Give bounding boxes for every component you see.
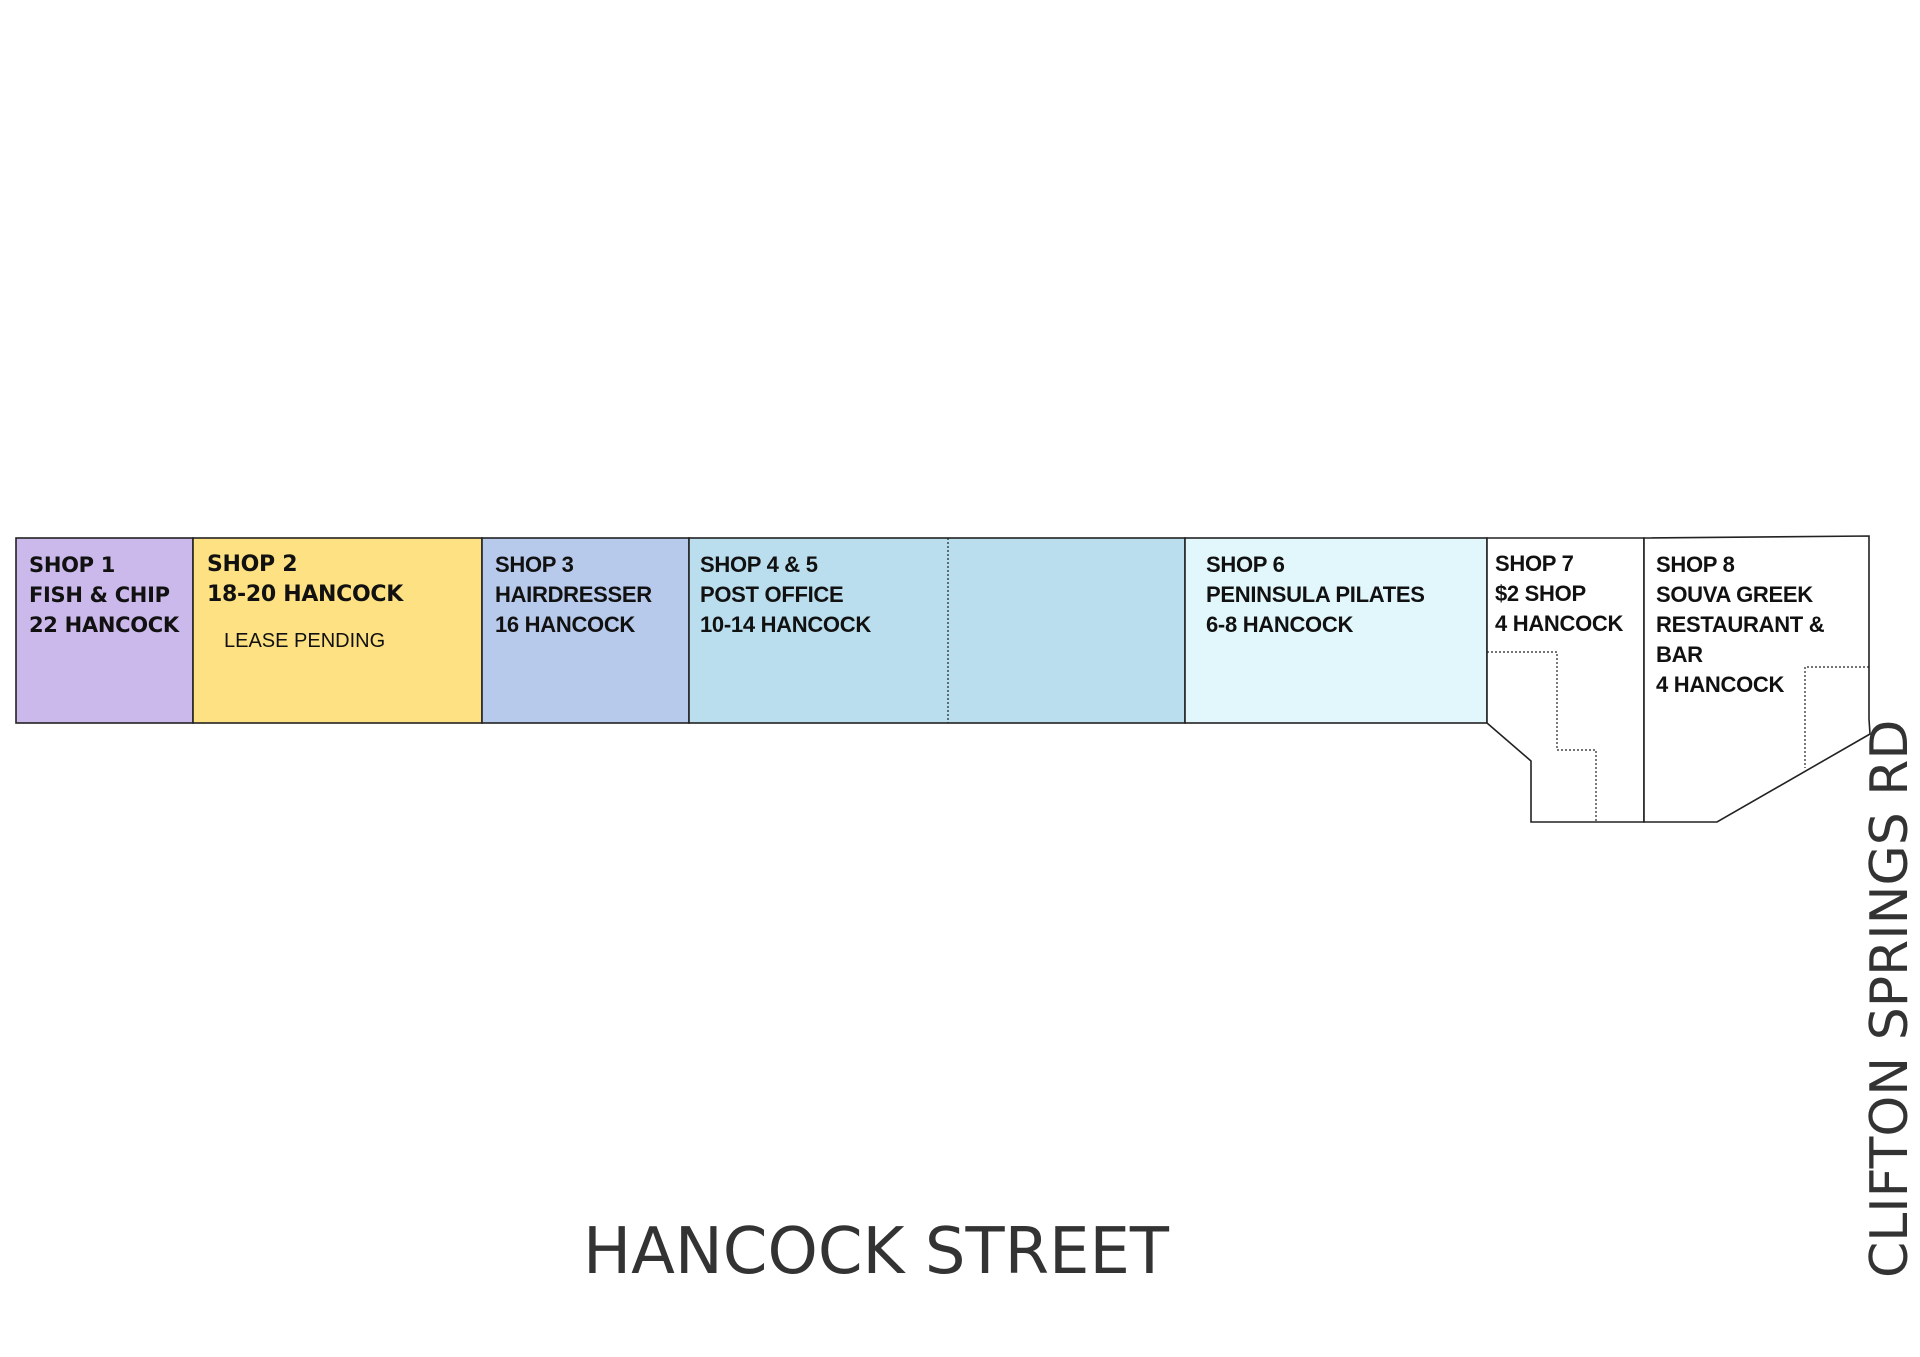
shop-1-unit[interactable] bbox=[15, 537, 194, 724]
shop-8-address: 4 HANCOCK bbox=[1656, 672, 1785, 697]
shop-1-tenant: FISH & CHIP bbox=[29, 583, 170, 607]
road-label-clifton-springs: CLIFTON SPRINGS RD bbox=[1860, 719, 1920, 1278]
shop-1-address: 22 HANCOCK bbox=[29, 613, 179, 637]
shop-6-number: SHOP 6 bbox=[1206, 552, 1285, 577]
shop-7-number: SHOP 7 bbox=[1495, 551, 1574, 576]
shop-3-label: SHOP 3 HAIRDRESSER 16 HANCOCK bbox=[495, 550, 652, 640]
shop-8-tenant-line-1: SOUVA GREEK bbox=[1656, 582, 1813, 607]
shop-8-tenant-line-3: BAR bbox=[1656, 642, 1703, 667]
shop-2-address: 18-20 HANCOCK bbox=[207, 582, 404, 607]
shop-7-tenant: $2 SHOP bbox=[1495, 581, 1586, 606]
shop-4-5-unit[interactable] bbox=[688, 537, 1186, 724]
shop-7-label: SHOP 7 $2 SHOP 4 HANCOCK bbox=[1495, 549, 1623, 639]
shop-6-unit[interactable] bbox=[1184, 537, 1488, 724]
shop-3-number: SHOP 3 bbox=[495, 552, 574, 577]
shop-7-internal-boundary bbox=[1487, 651, 1597, 822]
shop-8-number: SHOP 8 bbox=[1656, 552, 1735, 577]
street-label-hancock: HANCOCK STREET bbox=[583, 1215, 1169, 1289]
shop-2-unit[interactable] bbox=[192, 537, 483, 724]
shop-1-number: SHOP 1 bbox=[29, 553, 116, 577]
shop-8-unit[interactable] bbox=[1643, 535, 1871, 823]
shop-6-tenant: PENINSULA PILATES bbox=[1206, 582, 1425, 607]
shop-4-5-address: 10-14 HANCOCK bbox=[700, 612, 871, 637]
shop-6-address: 6-8 HANCOCK bbox=[1206, 612, 1354, 637]
shop-2-number: SHOP 2 bbox=[207, 552, 298, 577]
shop-3-unit[interactable] bbox=[481, 537, 690, 724]
shop-3-tenant: HAIRDRESSER bbox=[495, 582, 652, 607]
shop-4-5-label: SHOP 4 & 5 POST OFFICE 10-14 HANCOCK bbox=[700, 550, 871, 640]
shop-1-label: SHOP 1 FISH & CHIP 22 HANCOCK bbox=[29, 550, 179, 640]
shop-2-lease-status: LEASE PENDING bbox=[224, 630, 386, 652]
shop-7-address: 4 HANCOCK bbox=[1495, 611, 1624, 636]
shop-4-5-tenant: POST OFFICE bbox=[700, 582, 844, 607]
shop-6-label: SHOP 6 PENINSULA PILATES 6-8 HANCOCK bbox=[1206, 550, 1425, 640]
shop-4-5-number: SHOP 4 & 5 bbox=[700, 552, 818, 577]
shop-3-address: 16 HANCOCK bbox=[495, 612, 636, 637]
shop-8-label: SHOP 8 SOUVA GREEK RESTAURANT & BAR 4 HA… bbox=[1656, 550, 1825, 700]
shop-8-internal-boundary bbox=[1804, 666, 1869, 768]
shop-8-tenant-line-2: RESTAURANT & bbox=[1656, 612, 1825, 637]
shop-2-label: SHOP 2 18-20 HANCOCK bbox=[207, 550, 403, 610]
